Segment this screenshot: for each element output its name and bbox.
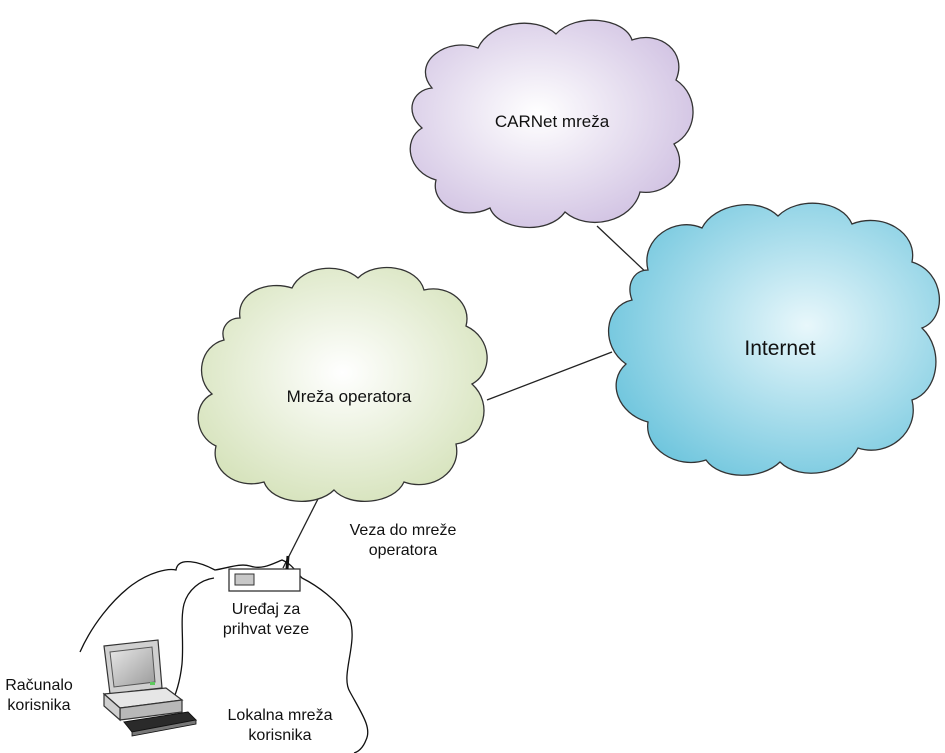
computer-icon (102, 639, 198, 737)
connection-label-line1: Veza do mreže (349, 522, 457, 539)
link-operator-device (282, 494, 321, 569)
connection-label-line2: operatora (368, 542, 438, 559)
computer-label-line2: korisnika (7, 697, 71, 714)
carnet-cloud-label: CARNet mreža (494, 112, 610, 131)
link-carnet-internet (596, 225, 651, 277)
connection-label: Veza do mreže operatora (338, 521, 468, 561)
computer-label: Računalo korisnika (0, 676, 78, 716)
device-label-line1: Uređaj za (231, 601, 301, 618)
lan-label: Lokalna mreža korisnika (210, 706, 350, 746)
internet-cloud (607, 202, 941, 476)
carnet-cloud (409, 19, 694, 229)
internet-cloud-label: Internet (744, 337, 816, 360)
operator-cloud-label: Mreža operatora (286, 387, 412, 406)
lan-label-line2: korisnika (248, 727, 312, 744)
device-label-line2: prihvat veze (222, 621, 310, 638)
computer-label-line1: Računalo (5, 677, 73, 694)
lan-label-line1: Lokalna mreža (227, 707, 333, 724)
access-device-icon (228, 555, 301, 592)
lan-loop (79, 559, 369, 753)
operator-cloud (197, 266, 488, 502)
device-label: Uređaj za prihvat veze (210, 600, 322, 640)
link-operator-internet (486, 351, 613, 401)
lan-inner-loop (169, 577, 215, 707)
